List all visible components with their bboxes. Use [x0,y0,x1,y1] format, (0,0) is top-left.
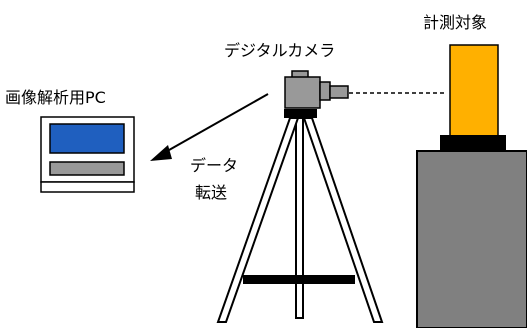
tripod-center-column [295,117,304,319]
transfer-label-line2: 転送 [195,183,227,202]
target-base-plate [440,135,506,152]
tripod-right-leg [302,117,384,323]
camera-lens-barrel [319,81,331,101]
pc-label: 画像解析用PC [5,88,106,107]
transfer-label-line1: データ [190,156,238,175]
target-pedestal [416,150,527,328]
pc-screen [49,123,125,154]
data-transfer-arrow [150,93,269,161]
pc-base [40,181,135,193]
analysis-pc [40,116,135,193]
transfer-arrow-shaft [161,93,269,155]
camera-lens [329,85,349,99]
tripod-head-plate [284,109,317,118]
target-block [449,44,499,137]
camera-body [284,76,321,109]
tripod [216,109,384,323]
tripod-brace-bar [243,275,355,284]
camera-label: デジタルカメラ [224,41,335,60]
target-label: 計測対象 [423,13,487,32]
pc-drive-bar [49,161,125,176]
transfer-arrow-head [150,145,172,161]
tripod-left-leg [216,117,300,323]
digital-camera [284,70,349,109]
measurement-target [416,44,527,328]
